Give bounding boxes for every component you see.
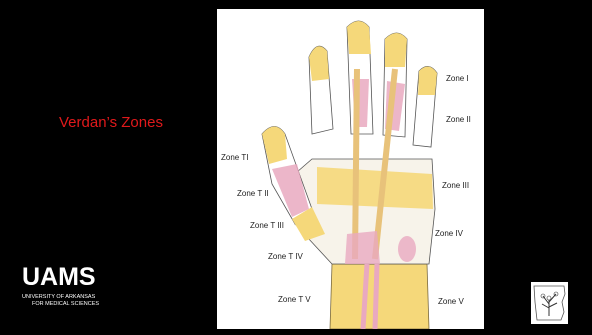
logo-subtitle-line1: UNIVERSITY OF ARKANSAS [22, 294, 99, 301]
forearm-zone-v [330, 264, 429, 329]
hand-illustration [217, 9, 484, 329]
logo-wordmark: UAMS [22, 265, 99, 290]
tree-icon [531, 282, 568, 324]
label-zone-v: Zone V [438, 297, 464, 306]
label-zone-ti: Zone TI [221, 153, 248, 162]
slide-title: Verdan’s Zones [59, 114, 163, 131]
ring-zone-i [385, 33, 407, 67]
arkansas-state-icon [531, 282, 568, 324]
little-zone-i [418, 66, 437, 95]
uams-logo: UAMS UNIVERSITY OF ARKANSAS FOR MEDICAL … [22, 265, 99, 308]
label-zone-tii: Zone T II [237, 189, 269, 198]
label-zone-iv: Zone IV [435, 229, 463, 238]
thumb-zone-ti [262, 127, 287, 165]
index-zone-i [309, 46, 329, 81]
label-zone-tiv: Zone T IV [268, 252, 303, 261]
label-zone-ii: Zone II [446, 115, 471, 124]
verdan-zones-diagram: Zone I Zone II Zone III Zone IV Zone V Z… [217, 9, 484, 329]
zone-iii-band [317, 167, 433, 209]
carpal-tunnel-zone [345, 231, 380, 264]
label-zone-tv: Zone T V [278, 295, 311, 304]
flexor-tendon-1 [355, 69, 357, 259]
middle-zone-i [347, 21, 371, 54]
label-zone-iii: Zone III [442, 181, 469, 190]
label-zone-i: Zone I [446, 74, 469, 83]
pisiform-area [398, 236, 416, 262]
logo-subtitle-line2: FOR MEDICAL SCIENCES [22, 301, 99, 308]
label-zone-tiii: Zone T III [250, 221, 284, 230]
